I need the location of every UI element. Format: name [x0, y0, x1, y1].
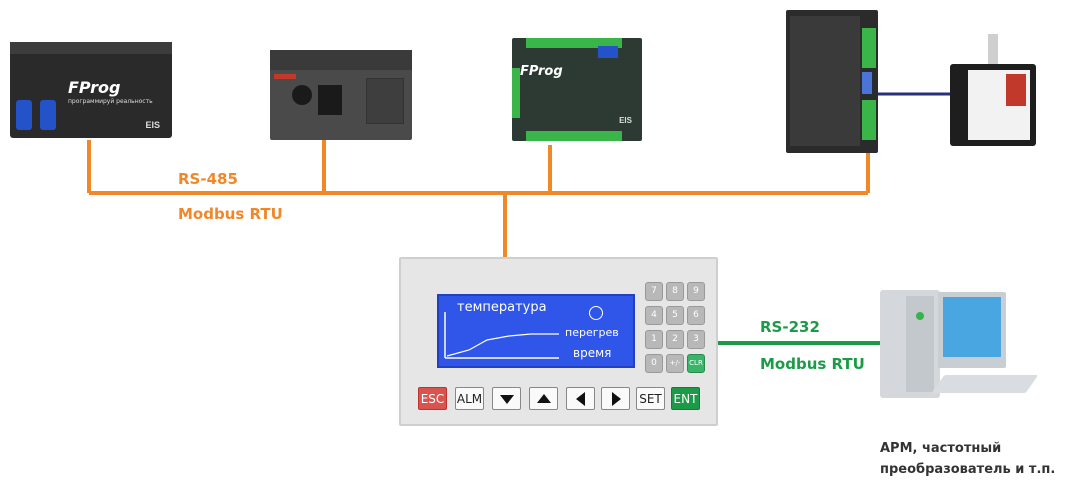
pc-keyboard [931, 375, 1039, 393]
plc1-port-left [16, 100, 32, 130]
driver-terminal-bottom [862, 100, 876, 140]
pc-power-led [916, 312, 924, 320]
pc-front-panel [906, 296, 934, 392]
plc2-round-port [292, 85, 312, 105]
plc-fprog-board: FProg EIS [512, 38, 642, 141]
set-button[interactable]: SET [636, 387, 665, 410]
plc1-port-right [40, 100, 56, 130]
key-2[interactable]: 2 [666, 330, 684, 349]
driver-front-panel [790, 16, 860, 146]
plc1-brand: FProg [68, 78, 121, 97]
key-4[interactable]: 4 [645, 306, 663, 325]
motor-shaft [988, 34, 998, 64]
caption-line-1: АРМ, частотный [880, 441, 1002, 456]
driver-terminal-top [862, 28, 876, 68]
plc2-rj45-port [318, 85, 342, 115]
stepper-driver [786, 10, 878, 153]
plc1-mark: EIS [145, 120, 160, 130]
driver-dip-switch [862, 72, 872, 94]
down-arrow-icon [499, 394, 514, 404]
right-button[interactable] [601, 387, 630, 410]
key-7[interactable]: 7 [645, 282, 663, 301]
key-8[interactable]: 8 [666, 282, 684, 301]
pc-tower [880, 290, 940, 398]
motor-red-sticker [1006, 74, 1026, 106]
plc-2 [270, 50, 412, 140]
rs232-protocol-label: Modbus RTU [760, 355, 865, 373]
right-arrow-icon [611, 391, 621, 406]
up-arrow-icon [536, 393, 551, 403]
key-plus-minus[interactable]: +/- [666, 354, 684, 373]
ent-button[interactable]: ENT [671, 387, 700, 410]
plc1-subtitle: программируй реальность [68, 98, 153, 105]
key-0[interactable]: 0 [645, 354, 663, 373]
hmi-panel: температура перегрев время 7 8 9 4 5 6 1… [399, 257, 718, 426]
rs232-label: RS-232 [760, 318, 820, 336]
hmi-screen: температура перегрев время [437, 294, 635, 368]
up-button[interactable] [529, 387, 558, 410]
plc2-brand-sticker [274, 74, 296, 79]
key-3[interactable]: 3 [687, 330, 705, 349]
esc-button[interactable]: ESC [418, 387, 447, 410]
key-1[interactable]: 1 [645, 330, 663, 349]
trend-graph [444, 312, 559, 359]
left-arrow-icon [575, 391, 585, 406]
plc3-mark: EIS [619, 116, 632, 125]
plc3-terminal-top [526, 38, 622, 48]
left-button[interactable] [566, 387, 595, 410]
plc1-terminal-strip [10, 42, 172, 54]
plc3-terminal-bottom [526, 131, 622, 141]
plc2-led-panel [366, 78, 404, 124]
screen-alarm-label: перегрев [565, 326, 619, 339]
plc-fprog-1: FProg программируй реальность EIS [10, 42, 172, 138]
alarm-indicator-icon [589, 306, 603, 320]
key-clr[interactable]: CLR [687, 354, 705, 373]
caption-line-2: преобразователь и т.п. [880, 462, 1056, 477]
key-6[interactable]: 6 [687, 306, 705, 325]
key-5[interactable]: 5 [666, 306, 684, 325]
rs485-protocol-label: Modbus RTU [178, 205, 283, 223]
plc2-top-cover [270, 50, 412, 70]
pc-monitor [938, 292, 1006, 368]
workstation-caption: АРМ, частотный преобразователь и т.п. [880, 438, 1065, 480]
monitor-screen [943, 297, 1001, 357]
plc3-terminal-left [512, 68, 520, 118]
down-button[interactable] [492, 387, 521, 410]
alm-button[interactable]: ALM [455, 387, 484, 410]
key-9[interactable]: 9 [687, 282, 705, 301]
plc3-brand: FProg [520, 64, 563, 79]
stepper-motor [950, 34, 1036, 146]
plc3-db-port [598, 46, 618, 58]
screen-title: температура [457, 300, 547, 315]
screen-axis-label: время [573, 346, 612, 360]
rs485-label: RS-485 [178, 170, 238, 188]
